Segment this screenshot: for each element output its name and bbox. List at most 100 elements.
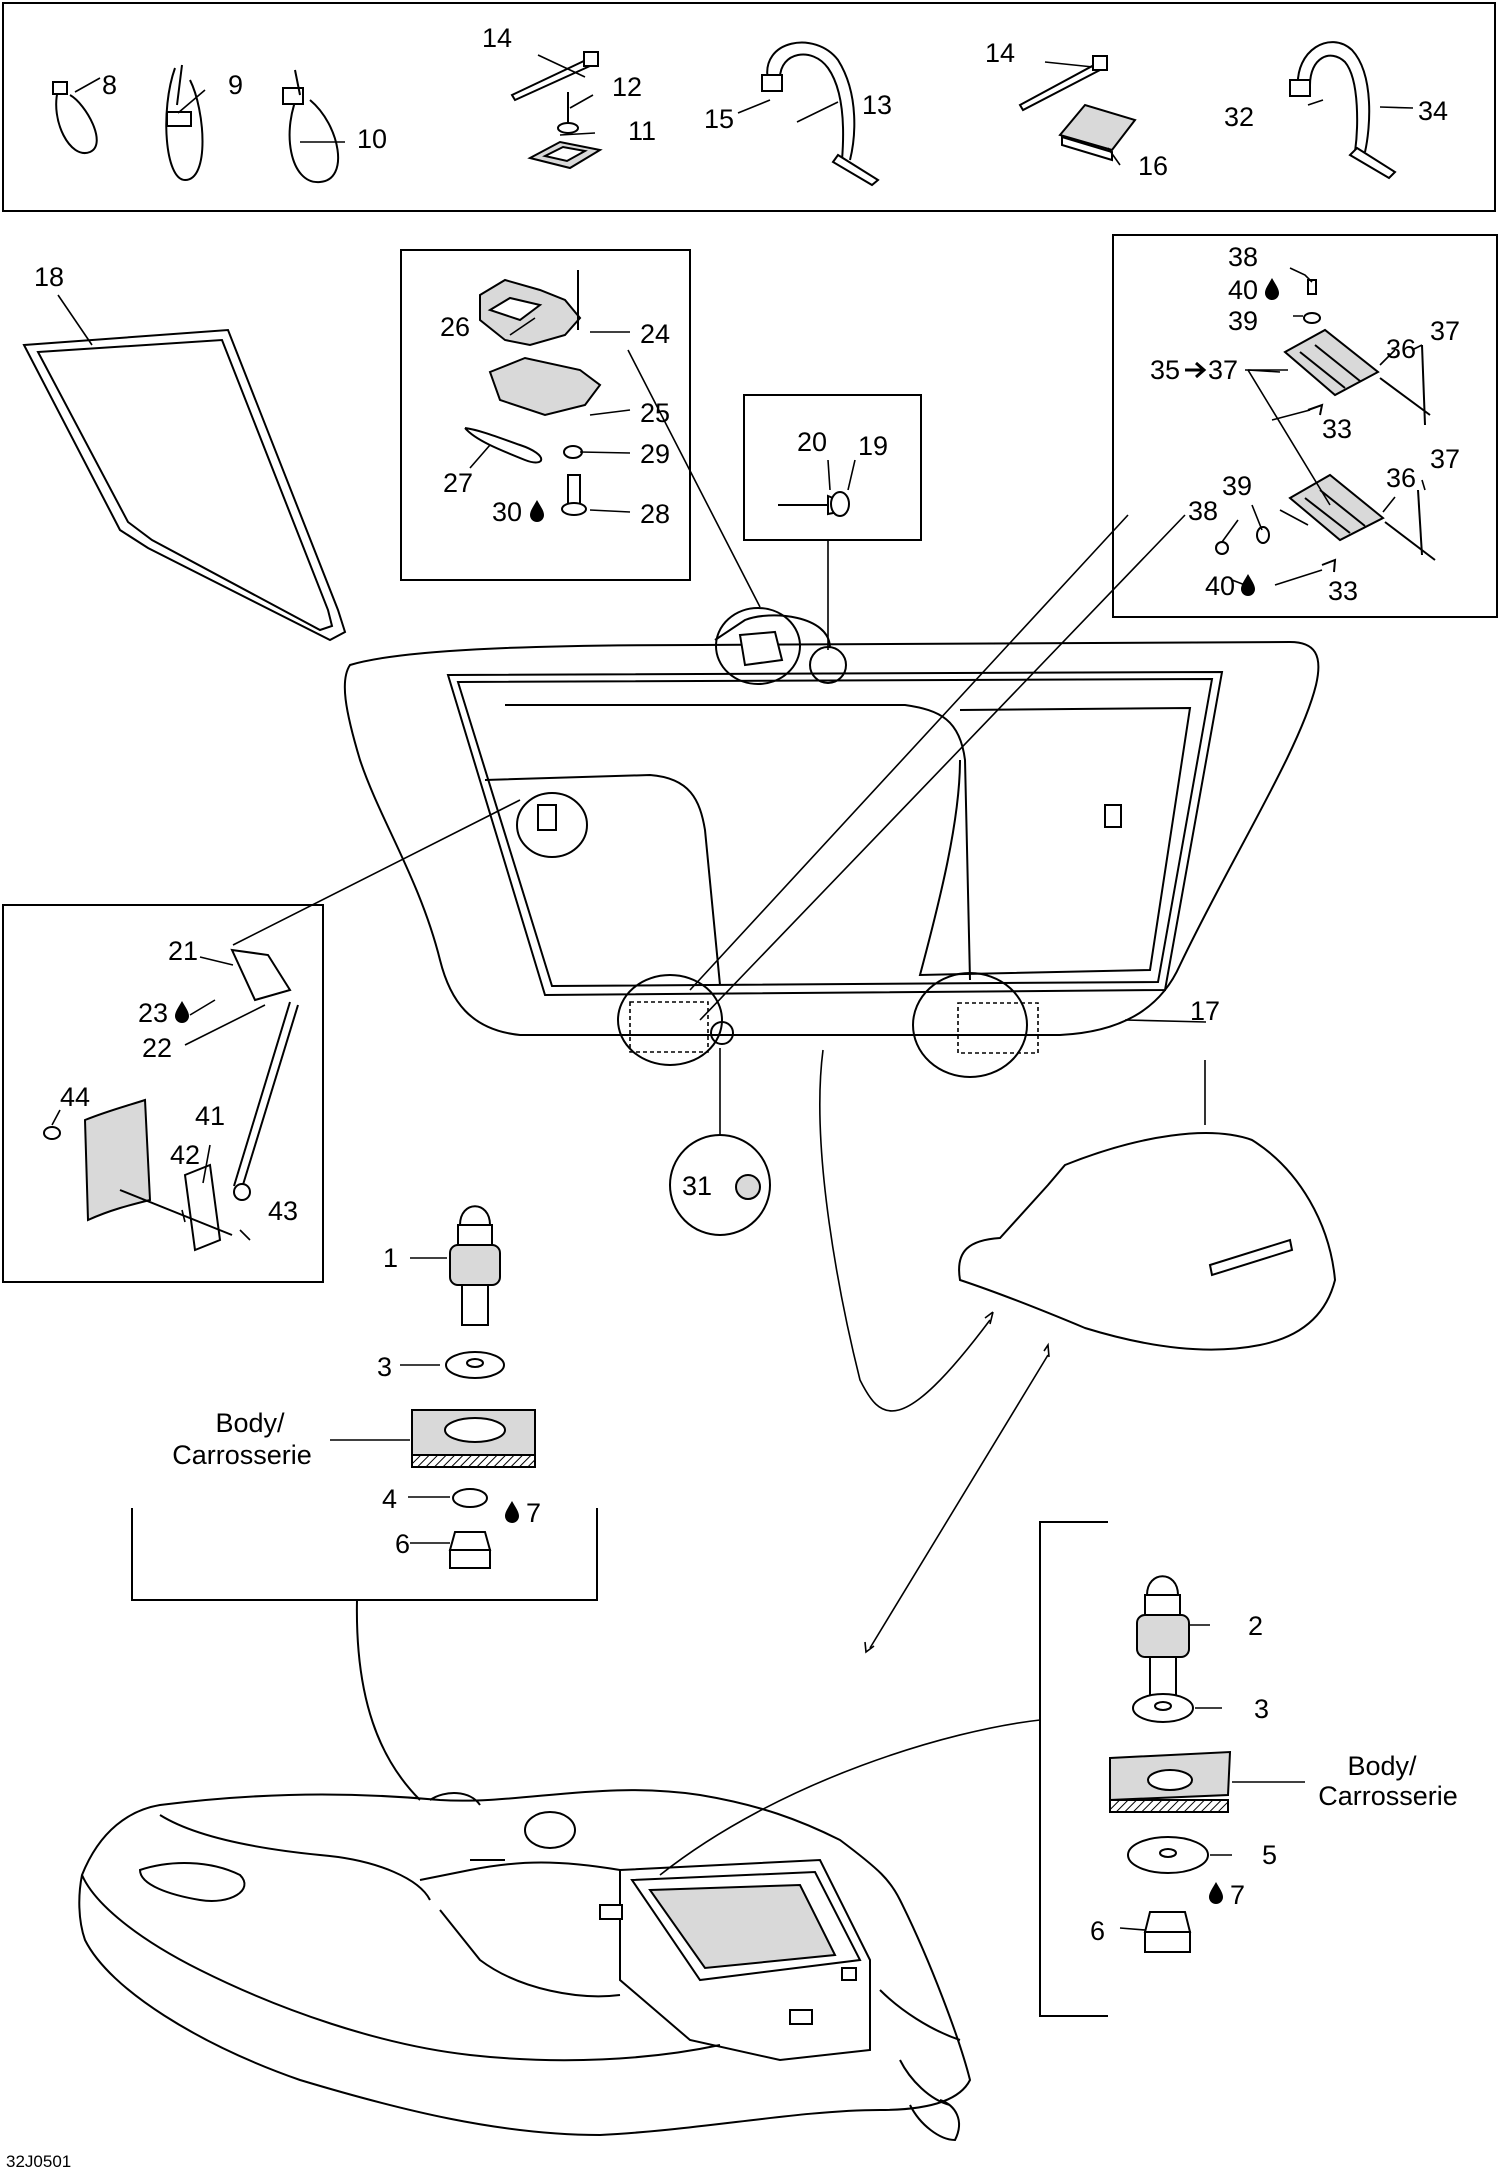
callout-33b: 33 xyxy=(1328,576,1358,606)
callout-44: 44 xyxy=(60,1082,90,1112)
callout-14b: 14 xyxy=(985,38,1015,68)
callout-18: 18 xyxy=(34,262,64,292)
callout-30: 30 xyxy=(492,497,522,527)
tie-14b xyxy=(1018,55,1108,112)
tie-9 xyxy=(165,64,204,182)
tie-32-34 xyxy=(1289,41,1397,180)
body-section-a xyxy=(411,1409,536,1468)
callout-31: 31 xyxy=(682,1171,712,1201)
washer-4 xyxy=(452,1488,488,1508)
callout-36b: 36 xyxy=(1386,463,1416,493)
callout-17: 17 xyxy=(1190,996,1220,1026)
callout-11: 11 xyxy=(628,116,656,146)
pin-12 xyxy=(557,92,579,134)
callout-8: 8 xyxy=(102,70,117,100)
gas-spring-detail-box xyxy=(2,904,324,1283)
callout-12: 12 xyxy=(612,72,642,102)
callout-4: 4 xyxy=(382,1484,397,1514)
callout-37b: 37 xyxy=(1430,444,1460,474)
washer-3b xyxy=(1132,1693,1194,1723)
leader-lines xyxy=(51,54,1426,1931)
callout-34: 34 xyxy=(1418,96,1448,126)
cover-17 xyxy=(958,1132,1337,1351)
callout-25: 25 xyxy=(640,398,670,428)
callout-16: 16 xyxy=(1138,151,1168,181)
gas-spring-parts xyxy=(43,948,299,1252)
callout-40b: 40 xyxy=(1205,571,1235,601)
washer-3a xyxy=(445,1351,505,1379)
mount-11 xyxy=(527,140,603,170)
hinge-detail-box xyxy=(1112,234,1498,618)
callout-32: 32 xyxy=(1224,102,1254,132)
rear-bracket xyxy=(1039,1521,1108,2017)
callout-38a: 38 xyxy=(1228,242,1258,272)
callout-23: 23 xyxy=(138,998,168,1028)
callout-6b: 6 xyxy=(1090,1916,1105,1946)
callout-24: 24 xyxy=(640,319,670,349)
gasket-18 xyxy=(22,328,347,642)
callout-21: 21 xyxy=(168,936,198,966)
tie-13-15 xyxy=(761,41,880,187)
callout-43: 43 xyxy=(268,1196,298,1226)
tie-14a xyxy=(510,51,599,102)
nut-6b xyxy=(1143,1911,1192,1953)
rivet-detail-box xyxy=(743,394,922,541)
washer-5 xyxy=(1127,1836,1209,1874)
latch-parts xyxy=(464,270,602,516)
callout-37-arrow: 37 xyxy=(1208,355,1238,385)
tie-10 xyxy=(282,69,340,184)
arrow-35-37 xyxy=(1185,361,1207,379)
callout-7a: 7 xyxy=(526,1498,541,1528)
callout-13: 13 xyxy=(862,90,892,120)
callout-22: 22 xyxy=(142,1033,172,1063)
callout-3b: 3 xyxy=(1254,1694,1269,1724)
body-label-b-line1: Body/ xyxy=(1347,1751,1417,1781)
diagram-code: 32J0501 xyxy=(6,2152,71,2171)
rivet-parts xyxy=(778,491,850,517)
hinge-parts xyxy=(1215,279,1436,573)
callout-15: 15 xyxy=(704,104,734,134)
stud-1 xyxy=(449,1205,501,1326)
callout-1: 1 xyxy=(383,1243,398,1273)
front-bracket xyxy=(131,1508,598,1601)
callout-5: 5 xyxy=(1262,1840,1277,1870)
callout-39a: 39 xyxy=(1228,306,1258,336)
latch-detail-box xyxy=(400,249,691,581)
callout-38b: 38 xyxy=(1188,496,1218,526)
callout-19: 19 xyxy=(858,431,888,461)
callout-41: 41 xyxy=(195,1101,225,1131)
callout-10: 10 xyxy=(357,124,387,154)
callout-27: 27 xyxy=(443,468,473,498)
tie-8 xyxy=(52,81,98,155)
ties-panel xyxy=(2,2,1496,212)
callout-2: 2 xyxy=(1248,1611,1263,1641)
callout-29: 29 xyxy=(640,439,670,469)
body-section-b xyxy=(1109,1750,1232,1813)
callout-39b: 39 xyxy=(1222,471,1252,501)
body-label-a-line2: Carrosserie xyxy=(172,1440,312,1470)
boat-hull xyxy=(78,1789,972,2142)
callout-20: 20 xyxy=(797,427,827,457)
storage-frame xyxy=(343,607,1320,1078)
callout-42: 42 xyxy=(170,1140,200,1170)
stud-2 xyxy=(1136,1575,1190,1706)
callout-33a: 33 xyxy=(1322,414,1352,444)
callout-9: 9 xyxy=(228,70,243,100)
callout-26: 26 xyxy=(440,312,470,342)
nut-6a xyxy=(448,1531,492,1569)
body-label-a-line1: Body/ xyxy=(215,1408,285,1438)
callout-37a: 37 xyxy=(1430,316,1460,346)
callout-6a: 6 xyxy=(395,1529,410,1559)
callout-36a: 36 xyxy=(1386,334,1416,364)
callout-3a: 3 xyxy=(377,1352,392,1382)
callout-40a: 40 xyxy=(1228,275,1258,305)
callout-labels: 8 9 10 14 12 11 13 15 14 16 32 34 18 24 … xyxy=(6,23,1460,2171)
callout-7b: 7 xyxy=(1230,1880,1245,1910)
callout-14a: 14 xyxy=(482,23,512,53)
callout-28: 28 xyxy=(640,499,670,529)
body-label-b-line2: Carrosserie xyxy=(1318,1781,1458,1811)
front-leader xyxy=(355,1599,421,1801)
callout-35: 35 xyxy=(1150,355,1180,385)
connector-16 xyxy=(1058,103,1137,162)
